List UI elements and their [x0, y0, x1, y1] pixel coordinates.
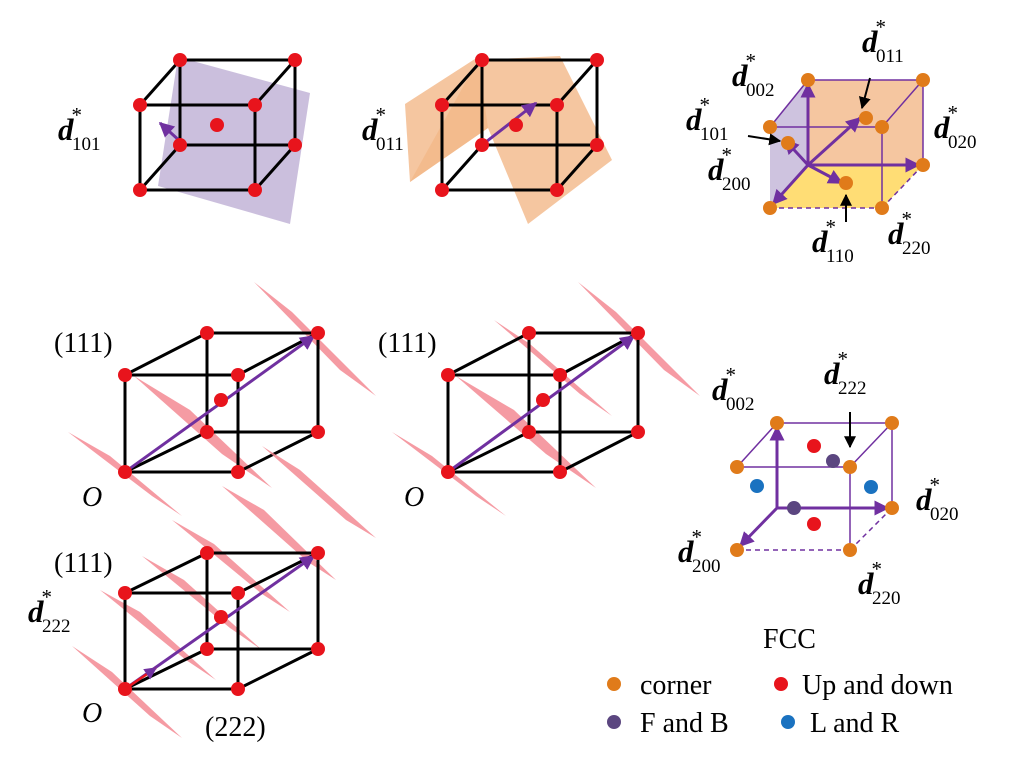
- label-bl-d222: d*222: [28, 585, 71, 637]
- label-br-d020: d*020: [916, 473, 959, 525]
- cube-br-group: [730, 412, 899, 557]
- label-br-d220: d*220: [858, 557, 901, 609]
- label-br-d222: d*222: [824, 347, 867, 399]
- label-tr-d002: d*002: [732, 49, 775, 101]
- plane-101: [158, 57, 310, 224]
- cube-101-edges: [138, 58, 297, 192]
- legend-up-down: Up and down: [802, 670, 953, 701]
- label-tr-d200: d*200: [708, 143, 751, 195]
- cube-101-group: [133, 53, 310, 224]
- legend: FCC corner Up and down F and B L and R: [607, 624, 953, 739]
- cube-011-atoms: [435, 53, 604, 197]
- cube-111-a-atoms: [118, 326, 325, 479]
- label-tr-d110: d*110: [812, 215, 854, 267]
- cube-tr-atoms: [763, 73, 930, 215]
- legend-swatch-up-down: [774, 677, 788, 691]
- legend-front-back: F and B: [640, 708, 729, 739]
- label-tr-d020: d*020: [934, 101, 977, 153]
- legend-swatch-corner: [607, 677, 621, 691]
- cube-111-b-group: [392, 282, 700, 516]
- pointer-d101: [747, 133, 782, 146]
- plane-011-b: [410, 56, 612, 224]
- label-origin-b: O: [404, 482, 424, 513]
- cube-011-edges: [440, 58, 599, 192]
- arrow-d011: [481, 101, 538, 147]
- legend-swatch-front-back: [607, 715, 621, 729]
- label-origin-c: O: [82, 698, 102, 729]
- legend-title: FCC: [763, 624, 816, 655]
- label-tr-d011: d*011: [862, 15, 904, 67]
- label-origin-a: O: [82, 482, 102, 513]
- cube-tr-group: [747, 73, 930, 222]
- cube-101-atoms: [133, 53, 302, 197]
- label-tr-d101: d*101: [686, 93, 729, 145]
- label-tr-d220: d*220: [888, 207, 931, 259]
- legend-corner: corner: [640, 670, 712, 701]
- cube-222-atoms: [118, 546, 325, 696]
- cube-222-group: [72, 446, 376, 738]
- cube-111-a-edges: [123, 331, 320, 474]
- cube-111-a-group: [68, 282, 376, 516]
- label-plane-111-c: (111): [54, 548, 113, 579]
- labels: d*101 d*011 d*011 d*002 d*101 d*200 d*02…: [28, 15, 977, 743]
- cube-111-b-atoms: [441, 326, 645, 479]
- label-plane-111-b: (111): [378, 328, 437, 359]
- cube-br-face-atoms: [750, 439, 878, 531]
- label-plane-222: (222): [205, 712, 266, 743]
- cube-011-group: [405, 53, 612, 224]
- label-plane-111-a: (111): [54, 328, 113, 359]
- cube-tr-edges: [769, 79, 924, 209]
- label-br-d002: d*002: [712, 363, 755, 415]
- cube-222-edges: [123, 551, 320, 691]
- label-d011: d*011: [362, 103, 404, 155]
- pointer-d011: [858, 77, 871, 110]
- label-d101: d*101: [58, 103, 101, 155]
- label-br-d200: d*200: [678, 525, 721, 577]
- legend-swatch-left-right: [781, 715, 795, 729]
- legend-left-right: L and R: [810, 708, 899, 739]
- cube-br-corner-atoms: [730, 416, 899, 557]
